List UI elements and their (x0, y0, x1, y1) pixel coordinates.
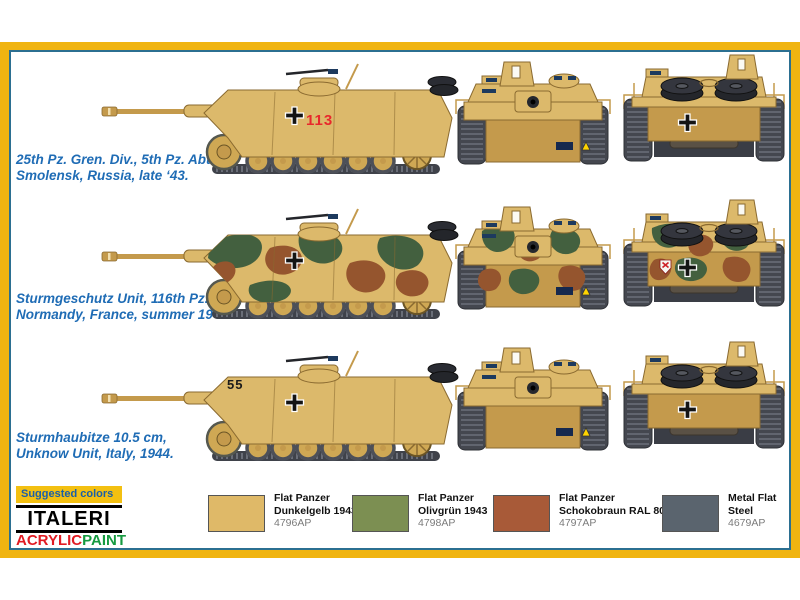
paint-swatch-schokobraun: Flat Panzer Schokobraun RAL 8017 4797AP (493, 492, 677, 532)
caption-line: Sturmhaubitze 10.5 cm, (16, 430, 167, 445)
paint-color-chip (662, 495, 719, 532)
paint-color-chip (208, 495, 265, 532)
scheme-1-caption: 25th Pz. Gren. Div., 5th Pz. Abt. Smolen… (16, 152, 241, 183)
paint-code: 4797AP (559, 517, 597, 529)
paint-swatch-dunkelgelb: Flat Panzer Dunkelgelb 1943 4796AP (208, 492, 357, 532)
paint-name: Flat Panzer (559, 492, 616, 504)
acrylic-logo-text: ACRYLIC (16, 532, 83, 549)
tank-number-113: 113 (306, 112, 334, 129)
tank-front-view-scheme-2 (452, 201, 614, 313)
tank-side-view-scheme-3 (100, 345, 465, 470)
paint-name: Schokobraun RAL 8017 (559, 504, 677, 517)
tank-front-view-scheme-3 (452, 342, 614, 454)
tank-number-55: 55 (227, 377, 244, 392)
caption-line: Sturmgeschutz Unit, 116th Pz. Div. (16, 291, 237, 306)
scheme-2-caption: Sturmgeschutz Unit, 116th Pz. Div. Norma… (16, 291, 241, 322)
paint-color-chip (352, 495, 409, 532)
paint-name: Dunkelgelb 1943 (274, 504, 357, 517)
tank-rear-view-scheme-3 (618, 340, 790, 455)
paint-code: 4798AP (418, 517, 456, 529)
paint-name: Flat Panzer (418, 492, 475, 504)
paint-swatch-olivgrun: Flat Panzer Olivgrün 1943 4798AP (352, 492, 487, 532)
paint-code: 4796AP (274, 517, 312, 529)
tank-side-view-scheme-1 (100, 58, 465, 183)
acrylicpaint-logo: ACRYLICPAINT (16, 532, 126, 549)
paint-name: Steel (728, 504, 754, 517)
caption-line: 25th Pz. Gren. Div., 5th Pz. Abt. (16, 152, 215, 167)
caption-line: Unknow Unit, Italy, 1944. (16, 445, 174, 461)
tank-rear-view-scheme-1 (618, 53, 790, 168)
paint-logo-text: PAINT (82, 532, 126, 549)
tank-front-view-scheme-1 (452, 56, 614, 168)
caption-line: Smolensk, Russia, late ‘43. (16, 167, 189, 183)
italeri-logo: ITALERI (16, 505, 122, 533)
paint-name: Olivgrün 1943 (418, 504, 488, 517)
paint-color-chip (493, 495, 550, 532)
tank-side-view-scheme-2 (100, 203, 465, 328)
paint-code: 4679AP (728, 517, 766, 529)
suggested-colors-label: Suggested colors (16, 486, 122, 503)
scheme-3-caption: Sturmhaubitze 10.5 cm, Unknow Unit, Ital… (16, 430, 241, 461)
tank-rear-view-scheme-2 (618, 198, 790, 313)
paint-name: Flat Panzer (274, 492, 331, 504)
paint-name: Metal Flat (728, 492, 777, 504)
caption-line: Normandy, France, summer 1944. (16, 306, 232, 322)
paint-swatch-steel: Metal Flat Steel 4679AP (662, 492, 776, 532)
